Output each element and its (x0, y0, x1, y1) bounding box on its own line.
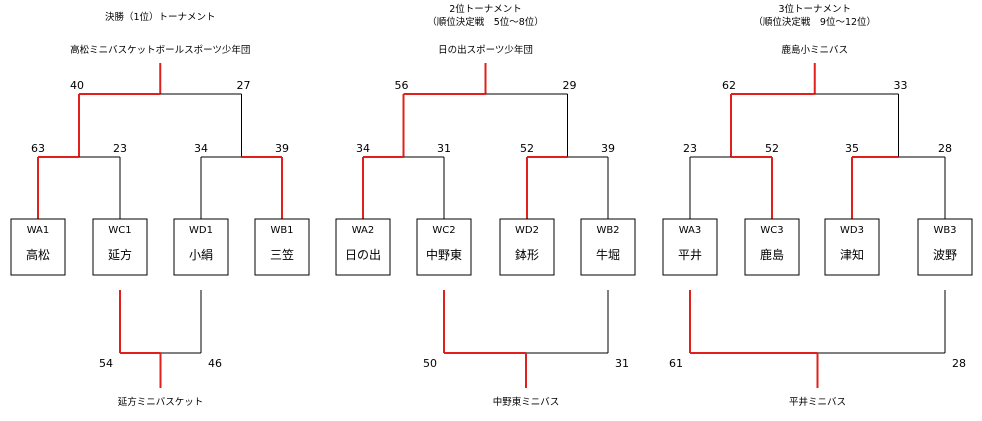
final-score-right: 33 (894, 79, 908, 92)
team-box (744, 218, 800, 276)
semi2-score-left: 35 (845, 142, 859, 155)
champion-label: 日の出スポーツ少年団 (438, 44, 533, 56)
team-code: WC2 (432, 225, 455, 236)
placement-winner-label: 平井ミニバス (789, 396, 846, 408)
tournament-subtitle: （順位決定戦 9位～12位） (753, 16, 876, 28)
placement-score-right: 28 (952, 357, 966, 370)
team-box (10, 218, 66, 276)
final-score-left: 40 (70, 79, 84, 92)
final-score-right: 27 (237, 79, 251, 92)
semi1-score-right: 23 (113, 142, 127, 155)
team-name: 平井 (678, 248, 702, 262)
team-code: WD2 (515, 225, 539, 236)
team-code: WA3 (679, 225, 702, 236)
semi2-score-left: 52 (520, 142, 534, 155)
champion-label: 鹿島小ミニバス (781, 44, 848, 56)
team-box (92, 218, 148, 276)
semi1-score-right: 52 (765, 142, 779, 155)
semi2-score-left: 34 (194, 142, 208, 155)
team-code: WC1 (108, 225, 131, 236)
tournament-title: 決勝（1位）トーナメント (105, 11, 216, 23)
semi1-score-left: 34 (356, 142, 370, 155)
placement-score-left: 54 (99, 357, 113, 370)
placement-score-right: 31 (615, 357, 629, 370)
champion-label: 高松ミニバスケットボールスポーツ少年団 (70, 44, 250, 56)
team-code: WD3 (840, 225, 864, 236)
team-code: WA2 (352, 225, 375, 236)
team-name: 高松 (26, 247, 50, 262)
semi1-score-left: 63 (31, 142, 45, 155)
team-box (917, 218, 973, 276)
team-name: 鉢形 (515, 248, 539, 262)
team-name: 鹿島 (760, 247, 784, 262)
semi2-score-right: 39 (275, 142, 289, 155)
final-score-left: 56 (395, 79, 409, 92)
semi2-score-right: 39 (601, 142, 615, 155)
placement-score-left: 50 (423, 357, 437, 370)
team-name: 波野 (933, 248, 957, 262)
final-score-left: 62 (722, 79, 736, 92)
tournament-title: 2位トーナメント (449, 3, 522, 15)
team-code: WB2 (596, 225, 619, 236)
team-name: 牛堀 (596, 247, 620, 262)
team-name: 小絹 (189, 248, 213, 262)
team-box (824, 218, 880, 276)
team-code: WD1 (189, 225, 213, 236)
team-box (499, 218, 555, 276)
semi1-score-left: 23 (683, 142, 697, 155)
team-box (173, 218, 229, 276)
tournament-subtitle: （順位決定戦 5位～8位） (427, 16, 544, 28)
team-box (416, 218, 472, 276)
placement-score-left: 61 (669, 357, 683, 370)
placement-score-right: 46 (208, 357, 222, 370)
final-score-right: 29 (563, 79, 577, 92)
team-name: 三笠 (270, 247, 294, 262)
team-box (254, 218, 310, 276)
team-name: 中野東 (426, 247, 462, 262)
team-box (662, 218, 718, 276)
placement-winner-label: 延方ミニバスケット (118, 396, 204, 408)
team-code: WA1 (27, 225, 50, 236)
team-code: WB1 (270, 225, 293, 236)
team-code: WB3 (933, 225, 956, 236)
team-box (335, 218, 391, 276)
tournament-title: 3位トーナメント (778, 3, 851, 15)
placement-winner-label: 中野東ミニバス (493, 396, 560, 408)
semi2-score-right: 28 (938, 142, 952, 155)
team-name: 日の出 (345, 248, 381, 262)
team-code: WC3 (760, 225, 783, 236)
team-name: 津知 (840, 248, 864, 262)
team-name: 延方 (108, 247, 132, 262)
semi1-score-right: 31 (437, 142, 451, 155)
team-box (580, 218, 636, 276)
